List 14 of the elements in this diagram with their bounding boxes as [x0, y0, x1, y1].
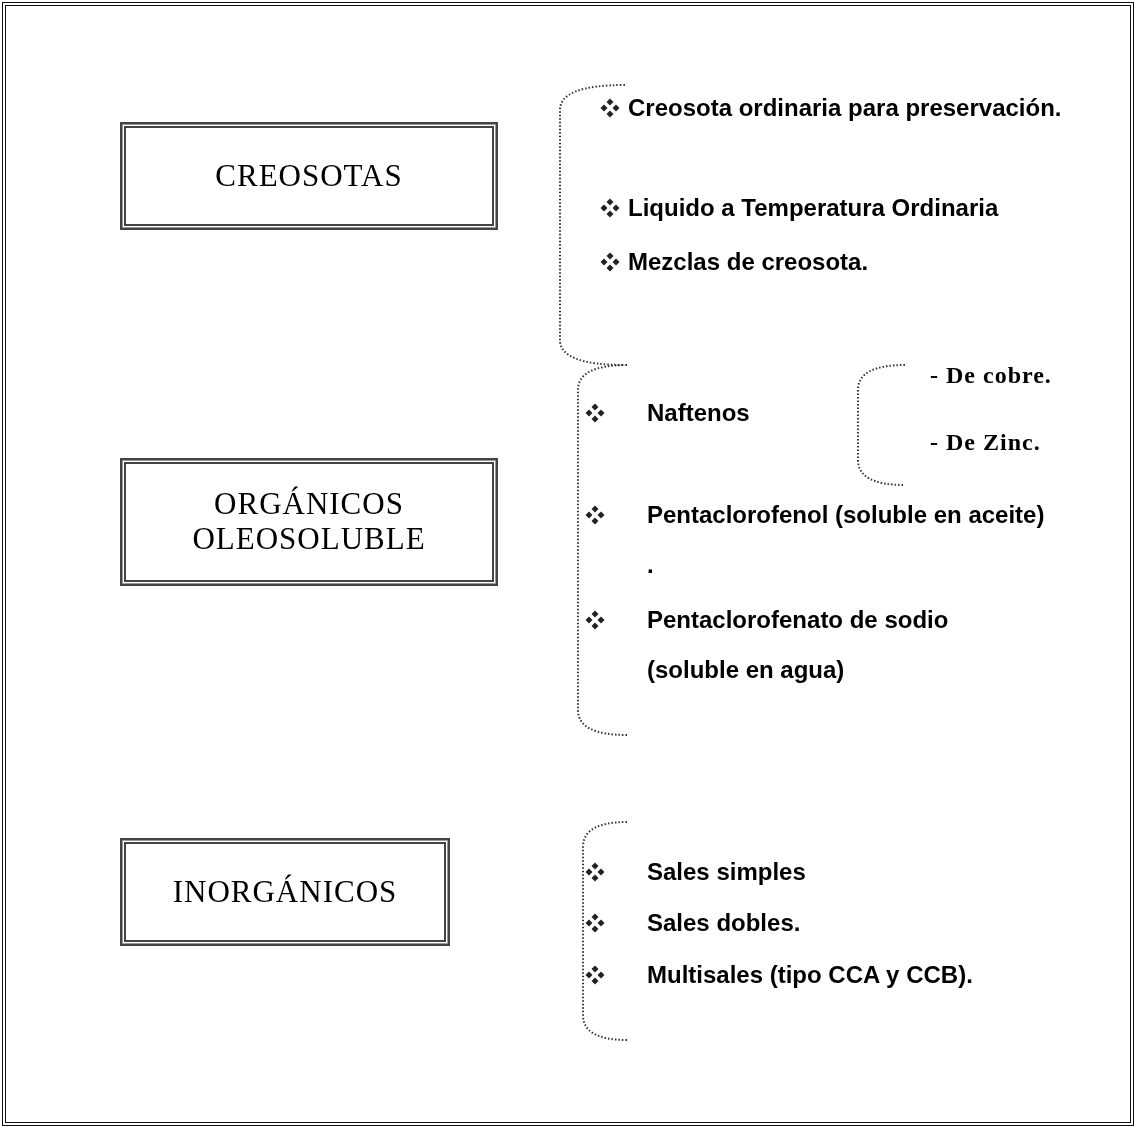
- list-item-text: Naftenos: [647, 398, 751, 428]
- list-item-text: Sales dobles.: [647, 908, 802, 938]
- list-item-text: Liquido a Temperatura Ordinaria: [628, 193, 1000, 223]
- category-box: ORGÁNICOS OLEOSOLUBLE: [120, 458, 498, 586]
- list-item-text: Pentaclorofenato de sodio (soluble en agua): [647, 605, 950, 685]
- list-item-text: Sales simples: [647, 857, 807, 887]
- list-item-text: Pentaclorofenol (soluble en aceite) .: [647, 500, 1046, 580]
- list-item-text: Multisales (tipo CCA y CCB).: [647, 960, 974, 990]
- list-item-text: Creosota ordinaria para preservación.: [628, 93, 1063, 123]
- category-box: CREOSOTAS: [120, 122, 498, 230]
- category-box: INORGÁNICOS: [120, 838, 450, 946]
- list-item-text: Mezclas de creosota.: [628, 247, 870, 277]
- sub-item-text: - De Zinc.: [930, 428, 1042, 457]
- sub-item-text: - De cobre.: [930, 361, 1053, 390]
